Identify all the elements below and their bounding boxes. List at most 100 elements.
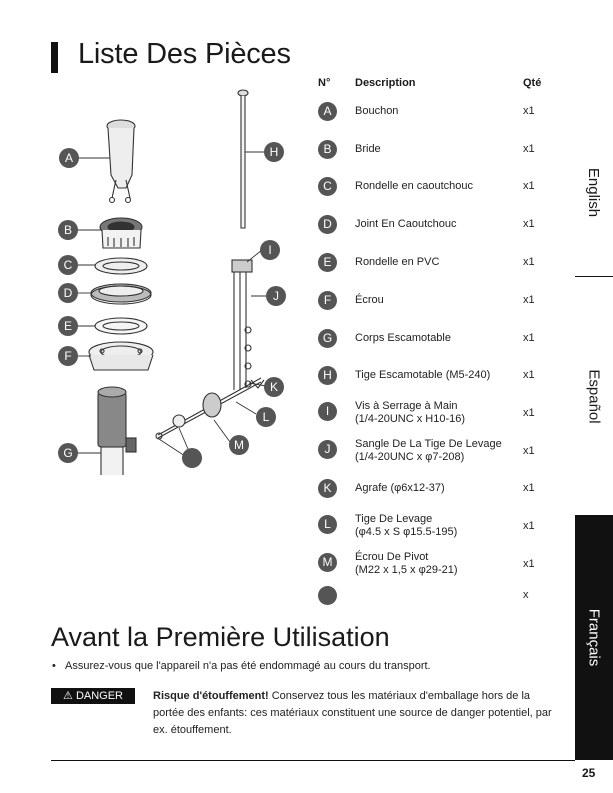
table-row: G Corps Escamotable x1 — [318, 329, 548, 359]
section-title: Avant la Première Utilisation — [51, 622, 390, 652]
table-row: L Tige De Levage (φ4.5 x S φ15.5-195) x1 — [318, 513, 548, 543]
tab-francais-label: Français — [585, 608, 603, 667]
diagram-label-l: L — [263, 410, 270, 424]
tab-english-label: English — [585, 167, 603, 217]
row-description: Rondelle en PVC — [355, 256, 440, 268]
tab-english[interactable]: English — [575, 108, 613, 276]
footer-divider — [51, 760, 575, 761]
danger-badge: ⚠ DANGER — [51, 688, 135, 704]
row-badge — [318, 586, 337, 605]
row-description-line1: Vis à Serrage à Main — [355, 400, 458, 412]
row-badge: M — [318, 553, 337, 572]
part-a-stopper — [106, 119, 136, 204]
page-title: Liste Des Pièces — [78, 38, 291, 70]
row-description: Rondelle en caoutchouc — [355, 180, 474, 192]
row-description: Corps Escamotable — [355, 332, 451, 344]
diagram-label-h: H — [270, 145, 279, 159]
row-qty: x1 — [523, 180, 535, 192]
row-qty: x1 — [523, 218, 535, 230]
row-description-line1: Écrou De Pivot — [355, 551, 429, 563]
row-badge: F — [318, 291, 337, 310]
table-row: H Tige Escamotable (M5-240) x1 — [318, 366, 548, 396]
row-badge: B — [318, 140, 337, 159]
bullet-item: • Assurez-vous que l'appareil n'a pas ét… — [52, 660, 431, 672]
row-description-line2: (1/4-20UNC x H10-16) — [355, 413, 466, 425]
part-d-rubber-seal — [90, 283, 152, 305]
row-qty: x1 — [523, 143, 535, 155]
row-qty: x1 — [523, 369, 535, 381]
row-badge: H — [318, 366, 337, 385]
diagram-label-i: I — [268, 243, 271, 257]
row-badge: J — [318, 440, 337, 459]
diagram-label-b: B — [64, 223, 72, 237]
table-row: M Écrou De Pivot (M22 x 1,5 x φ29-21) x1 — [318, 551, 548, 581]
part-e-pvc-washer — [94, 317, 148, 335]
tab-divider — [575, 276, 613, 277]
part-c-rubber-washer — [94, 257, 148, 275]
header-qty: Qté — [523, 77, 542, 89]
tab-francais[interactable]: Français — [575, 515, 613, 760]
diagram-label-j: J — [273, 289, 279, 303]
row-badge: A — [318, 102, 337, 121]
row-qty: x1 — [523, 445, 535, 457]
diagram-label-f: F — [64, 349, 71, 363]
table-row: I Vis à Serrage à Main (1/4-20UNC x H10-… — [318, 400, 548, 430]
part-f-nut — [88, 341, 154, 371]
row-badge: E — [318, 253, 337, 272]
diagram-label-blank — [182, 448, 202, 468]
part-ij-strap — [231, 259, 253, 390]
row-description-line2: (M22 x 1,5 x φ29-21) — [355, 564, 458, 576]
tab-espanol[interactable]: Español — [575, 277, 613, 515]
danger-label: DANGER — [75, 690, 123, 702]
row-qty: x1 — [523, 558, 535, 570]
warning-triangle-icon: ⚠ — [63, 690, 73, 702]
row-badge: K — [318, 479, 337, 498]
diagram-label-e: E — [64, 319, 72, 333]
table-row: K Agrafe (φ6x12-37) x1 — [318, 479, 548, 509]
row-badge: I — [318, 402, 337, 421]
diagram-label-d: D — [64, 286, 73, 300]
title-accent-bar — [51, 42, 58, 73]
diagram-label-m: M — [234, 438, 244, 452]
row-description-line2: (φ4.5 x S φ15.5-195) — [355, 526, 458, 538]
row-qty: x1 — [523, 294, 535, 306]
part-h-rod — [237, 89, 249, 229]
diagram-label-g: G — [63, 446, 72, 460]
table-row: A Bouchon x1 — [318, 102, 548, 132]
row-description: Écrou — [355, 294, 384, 306]
diagram-label-k: K — [270, 380, 278, 394]
row-qty: x1 — [523, 407, 535, 419]
row-badge: G — [318, 329, 337, 348]
row-badge: L — [318, 515, 337, 534]
row-description: Agrafe (φ6x12-37) — [355, 482, 445, 494]
parts-diagram: A B C D E F G H I J K L M — [58, 89, 286, 475]
part-b-flange — [99, 217, 143, 249]
row-badge: D — [318, 215, 337, 234]
row-qty: x1 — [523, 105, 535, 117]
row-qty: x — [523, 589, 529, 601]
header-no: N° — [318, 77, 331, 89]
row-description-line2: (1/4-20UNC x φ7-208) — [355, 451, 465, 463]
row-description-line1: Tige De Levage — [355, 513, 433, 525]
row-description: Tige Escamotable (M5-240) — [355, 369, 491, 381]
bullet-text: Assurez-vous que l'appareil n'a pas été … — [65, 660, 431, 672]
tab-espanol-label: Español — [585, 368, 603, 424]
table-row: x — [318, 586, 548, 616]
part-klm-lift-rod — [155, 377, 265, 440]
row-qty: x1 — [523, 482, 535, 494]
danger-bold: Risque d'étouffement! — [153, 690, 269, 702]
table-row: J Sangle De La Tige De Levage (1/4-20UNC… — [318, 438, 548, 468]
part-g-body — [97, 386, 137, 475]
header-description: Description — [355, 77, 416, 89]
row-description: Bouchon — [355, 105, 399, 117]
table-row: F Écrou x1 — [318, 291, 548, 321]
row-qty: x1 — [523, 332, 535, 344]
table-row: B Bride x1 — [318, 140, 548, 170]
bullet-dot: • — [52, 660, 66, 672]
row-description: Joint En Caoutchouc — [355, 218, 457, 230]
table-row: D Joint En Caoutchouc x1 — [318, 215, 548, 245]
table-row: E Rondelle en PVC x1 — [318, 253, 548, 283]
row-description: Bride — [355, 143, 381, 155]
page-number: 25 — [582, 766, 596, 780]
row-badge: C — [318, 177, 337, 196]
